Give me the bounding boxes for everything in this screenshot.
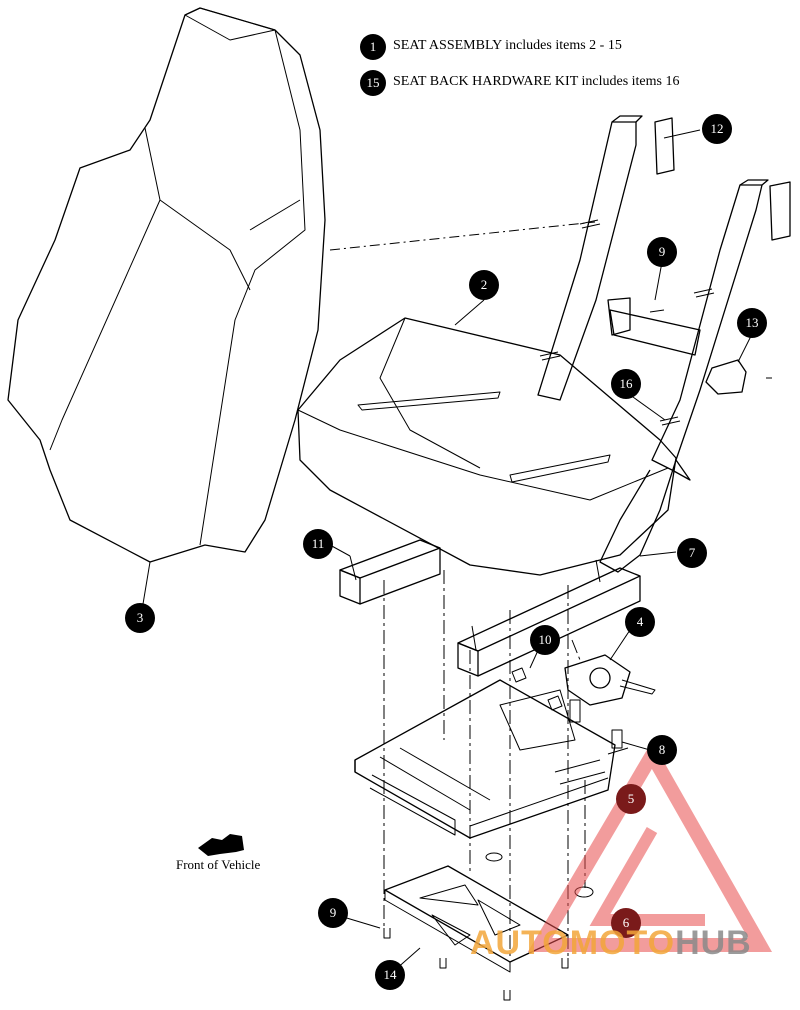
- callout-7: 7: [677, 538, 707, 568]
- base-plate: [354, 679, 616, 839]
- callout-9-lower: 9: [318, 898, 348, 928]
- lower-rails: [339, 539, 641, 677]
- callout-9-upper: 9: [647, 237, 677, 267]
- callout-14: 14: [375, 960, 405, 990]
- callout-8: 8: [647, 735, 677, 765]
- latch: [564, 654, 656, 706]
- note-hardware-kit: SEAT BACK HARDWARE KIT includes items 16: [393, 74, 680, 89]
- callout-2: 2: [469, 270, 499, 300]
- callout-11: 11: [303, 529, 333, 559]
- callout-3: 3: [125, 603, 155, 633]
- callout-10: 10: [530, 625, 560, 655]
- watermark-logo: [527, 741, 773, 952]
- note-seat-assembly: SEAT ASSEMBLY includes items 2 - 15: [393, 38, 622, 53]
- callout-16: 16: [611, 369, 641, 399]
- callout-13: 13: [737, 308, 767, 338]
- watermark-text: AUTOMOTOHUB: [470, 924, 752, 963]
- front-of-vehicle-label: Front of Vehicle: [176, 857, 261, 872]
- callout-6: 6: [611, 908, 641, 938]
- note-badge-15: 15: [360, 70, 386, 96]
- watermark-text-part1: AUTOMOTO: [470, 924, 676, 962]
- seat-frame: [537, 115, 769, 573]
- seat-bottom-cushion: [297, 317, 677, 576]
- watermark-text-part2: HUB: [675, 924, 752, 962]
- front-arrow: [198, 834, 244, 856]
- note-badge-1: 1: [360, 34, 386, 60]
- callout-12: 12: [702, 114, 732, 144]
- bottom-bracket: [384, 865, 569, 973]
- seat-back-cushion: [7, 7, 326, 563]
- callout-4: 4: [625, 607, 655, 637]
- callout-5: 5: [616, 784, 646, 814]
